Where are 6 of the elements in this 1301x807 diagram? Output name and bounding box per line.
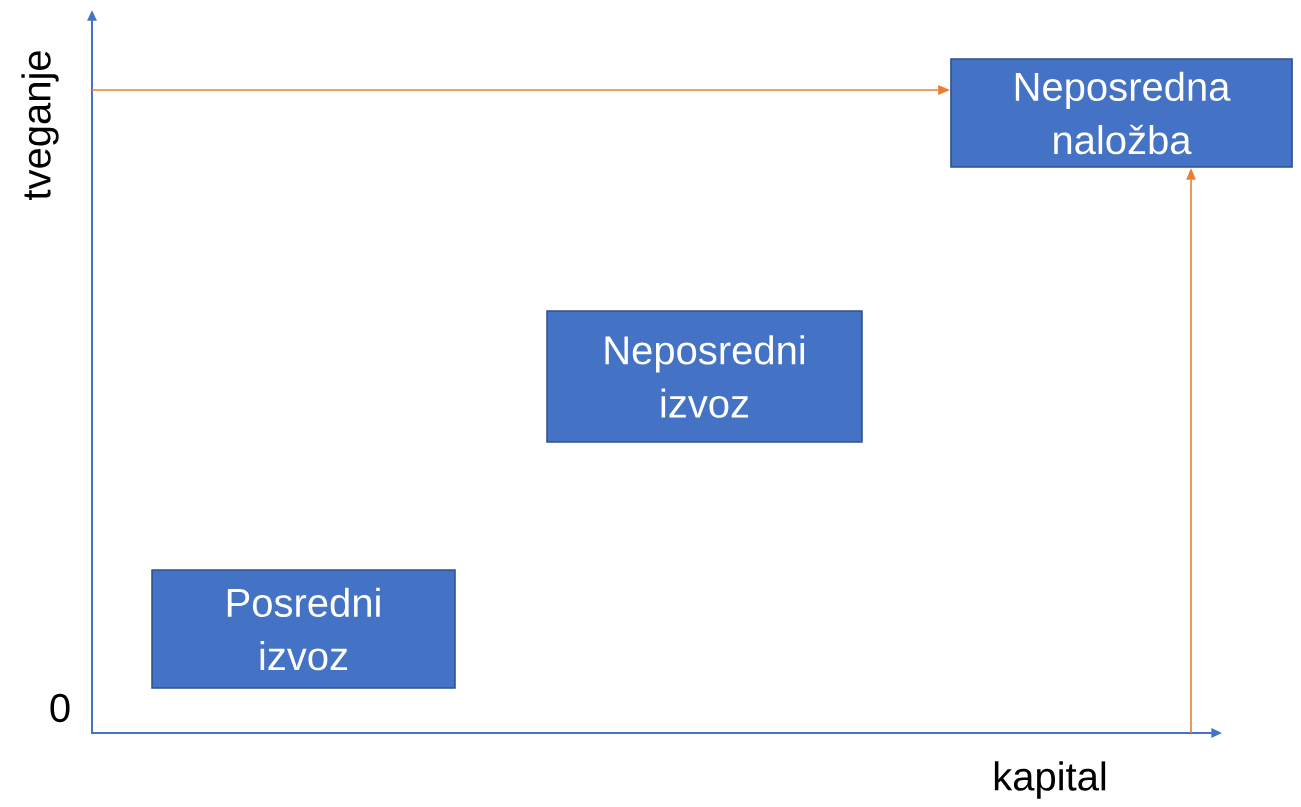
process-box: Posredni izvoz <box>151 569 456 689</box>
axis-label: 0 <box>50 693 70 723</box>
axis-label: kapital <box>994 761 1106 799</box>
process-box: Neposredni izvoz <box>546 310 863 443</box>
process-box: Neposredna naložba <box>950 58 1293 168</box>
axis-label: tveganje <box>21 51 59 200</box>
